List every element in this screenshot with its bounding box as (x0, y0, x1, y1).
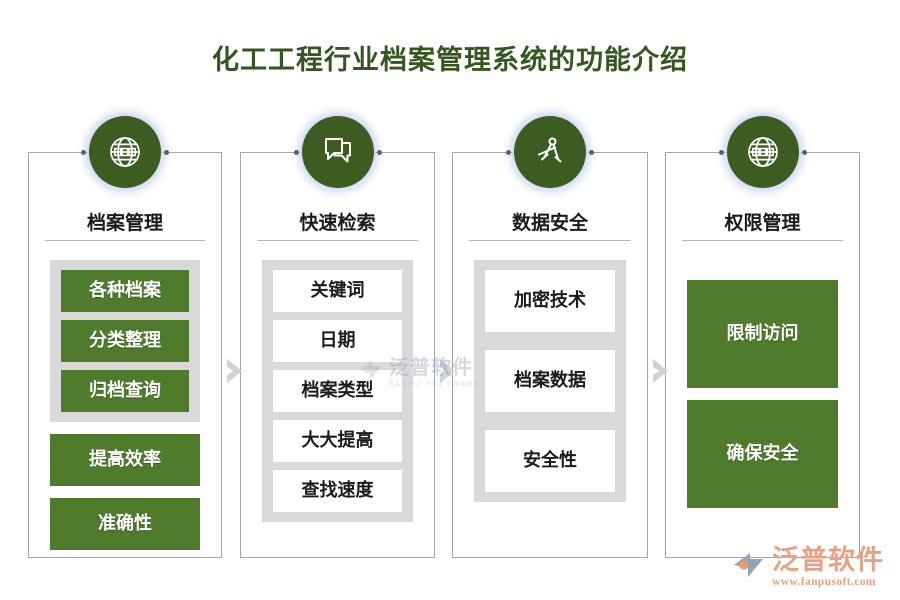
column-body: 限制访问确保安全 (665, 250, 860, 558)
feature-chip[interactable]: 限制访问 (687, 280, 838, 388)
logo-text: 泛普软件 www.fanpusoft.com (772, 544, 884, 589)
column-title: 快速检索 (299, 213, 376, 234)
column-divider (45, 240, 205, 241)
feature-chip[interactable]: 归档查询 (61, 370, 189, 412)
column-title: 数据安全 (511, 213, 588, 234)
chat-bubbles-icon (319, 133, 357, 171)
drafting-tool-icon (531, 133, 569, 171)
column-body: 关键词日期档案类型大大提高查找速度 (240, 250, 435, 558)
feature-column-permission-management[interactable]: 权限管理限制访问确保安全 (665, 116, 860, 558)
column-body: 各种档案分类整理归档查询提高效率准确性 (28, 250, 222, 558)
column-divider (682, 240, 843, 241)
column-icon-badge[interactable] (514, 116, 586, 188)
connector-dot-1 (506, 149, 511, 155)
feature-chip[interactable]: 档案类型 (273, 370, 402, 412)
connector-dot-1 (718, 149, 724, 155)
flow-arrow-1 (225, 358, 245, 384)
feature-chip[interactable]: 档案数据 (485, 350, 615, 412)
feature-chip[interactable]: 关键词 (273, 270, 402, 312)
feature-chip[interactable]: 确保安全 (687, 400, 838, 508)
fanpu-logo: 泛普软件 www.fanpusoft.com (732, 544, 884, 589)
column-body: 加密技术档案数据安全性 (452, 250, 648, 558)
logo-swoosh-icon (732, 550, 766, 585)
connector-dot-1 (81, 149, 86, 155)
column-icon-badge[interactable] (726, 116, 799, 188)
feature-chip[interactable]: 查找速度 (273, 470, 402, 512)
globe-icon (105, 132, 145, 172)
column-icon-badge[interactable] (89, 116, 161, 188)
logo-brand-cn: 泛普软件 (772, 544, 884, 575)
feature-chip[interactable]: 加密技术 (485, 270, 615, 332)
column-title: 档案管理 (86, 213, 163, 234)
feature-chip[interactable]: 日期 (273, 320, 402, 362)
feature-column-archive-management[interactable]: 档案管理各种档案分类整理归档查询提高效率准确性 (28, 116, 222, 558)
flow-arrow-2 (438, 358, 458, 384)
connector-dot-2 (164, 149, 169, 155)
feature-chip[interactable]: 安全性 (485, 430, 615, 492)
feature-chip[interactable]: 提高效率 (50, 434, 200, 486)
connector-dot-2 (801, 149, 807, 155)
column-title: 权限管理 (724, 213, 801, 234)
feature-column-data-security[interactable]: 数据安全加密技术档案数据安全性 (452, 116, 648, 558)
connector-dot-2 (376, 149, 382, 155)
flow-arrow-3 (651, 358, 671, 384)
column-divider (257, 240, 418, 241)
column-divider (469, 240, 631, 241)
logo-url: www.fanpusoft.com (772, 575, 876, 588)
feature-chip[interactable]: 大大提高 (273, 420, 402, 462)
connector-dot-2 (589, 149, 594, 155)
connector-dot-1 (293, 149, 299, 155)
page-title: 化工工程行业档案管理系统的功能介绍 (212, 45, 688, 75)
globe-icon (743, 132, 783, 172)
feature-chip[interactable]: 各种档案 (61, 270, 189, 312)
feature-chip[interactable]: 准确性 (50, 498, 200, 550)
feature-chip[interactable]: 分类整理 (61, 320, 189, 362)
column-icon-badge[interactable] (301, 116, 374, 188)
feature-column-quick-search[interactable]: 快速检索关键词日期档案类型大大提高查找速度 (240, 116, 435, 558)
